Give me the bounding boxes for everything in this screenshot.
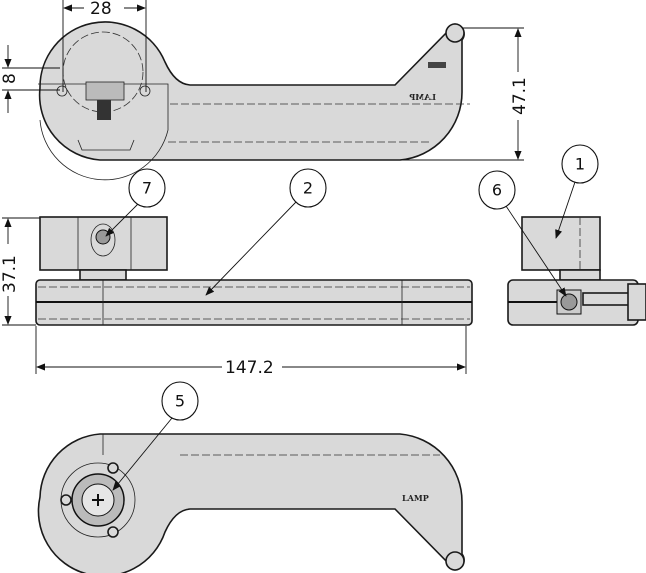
svg-text:6: 6 xyxy=(492,181,502,200)
svg-text:2: 2 xyxy=(303,179,313,198)
dimension-37-1: 37.1 xyxy=(0,217,40,326)
svg-text:147.2: 147.2 xyxy=(225,358,274,378)
dimension-147-2: 147.2 xyxy=(35,326,467,378)
tab-pin xyxy=(445,23,465,43)
logo-top: LAMP xyxy=(409,92,436,102)
dimension-8: 8 xyxy=(0,45,60,113)
side-view xyxy=(35,216,473,326)
callout-7: 7 xyxy=(105,168,166,237)
dimension-28: 28 xyxy=(62,0,147,92)
svg-text:1: 1 xyxy=(575,155,585,174)
svg-text:8: 8 xyxy=(0,73,20,84)
end-view xyxy=(507,216,646,326)
bottom-view: LAMP xyxy=(37,433,465,573)
callout-6: 6 xyxy=(478,170,567,297)
svg-text:47.1: 47.1 xyxy=(510,77,530,115)
svg-text:5: 5 xyxy=(175,392,185,411)
logo-bottom: LAMP xyxy=(402,493,429,503)
mounting-hole xyxy=(139,85,151,97)
screw-icon xyxy=(560,293,578,311)
mounting-hole xyxy=(56,85,68,97)
screw-icon xyxy=(95,229,111,245)
callout-5: 5 xyxy=(112,381,199,491)
top-view: LAMP xyxy=(38,21,470,181)
dimension-47-1: 47.1 xyxy=(400,27,530,161)
svg-text:28: 28 xyxy=(90,0,112,19)
callout-1: 1 xyxy=(555,144,599,239)
svg-text:7: 7 xyxy=(142,179,152,198)
callout-2: 2 xyxy=(205,168,327,296)
svg-text:37.1: 37.1 xyxy=(0,255,20,293)
